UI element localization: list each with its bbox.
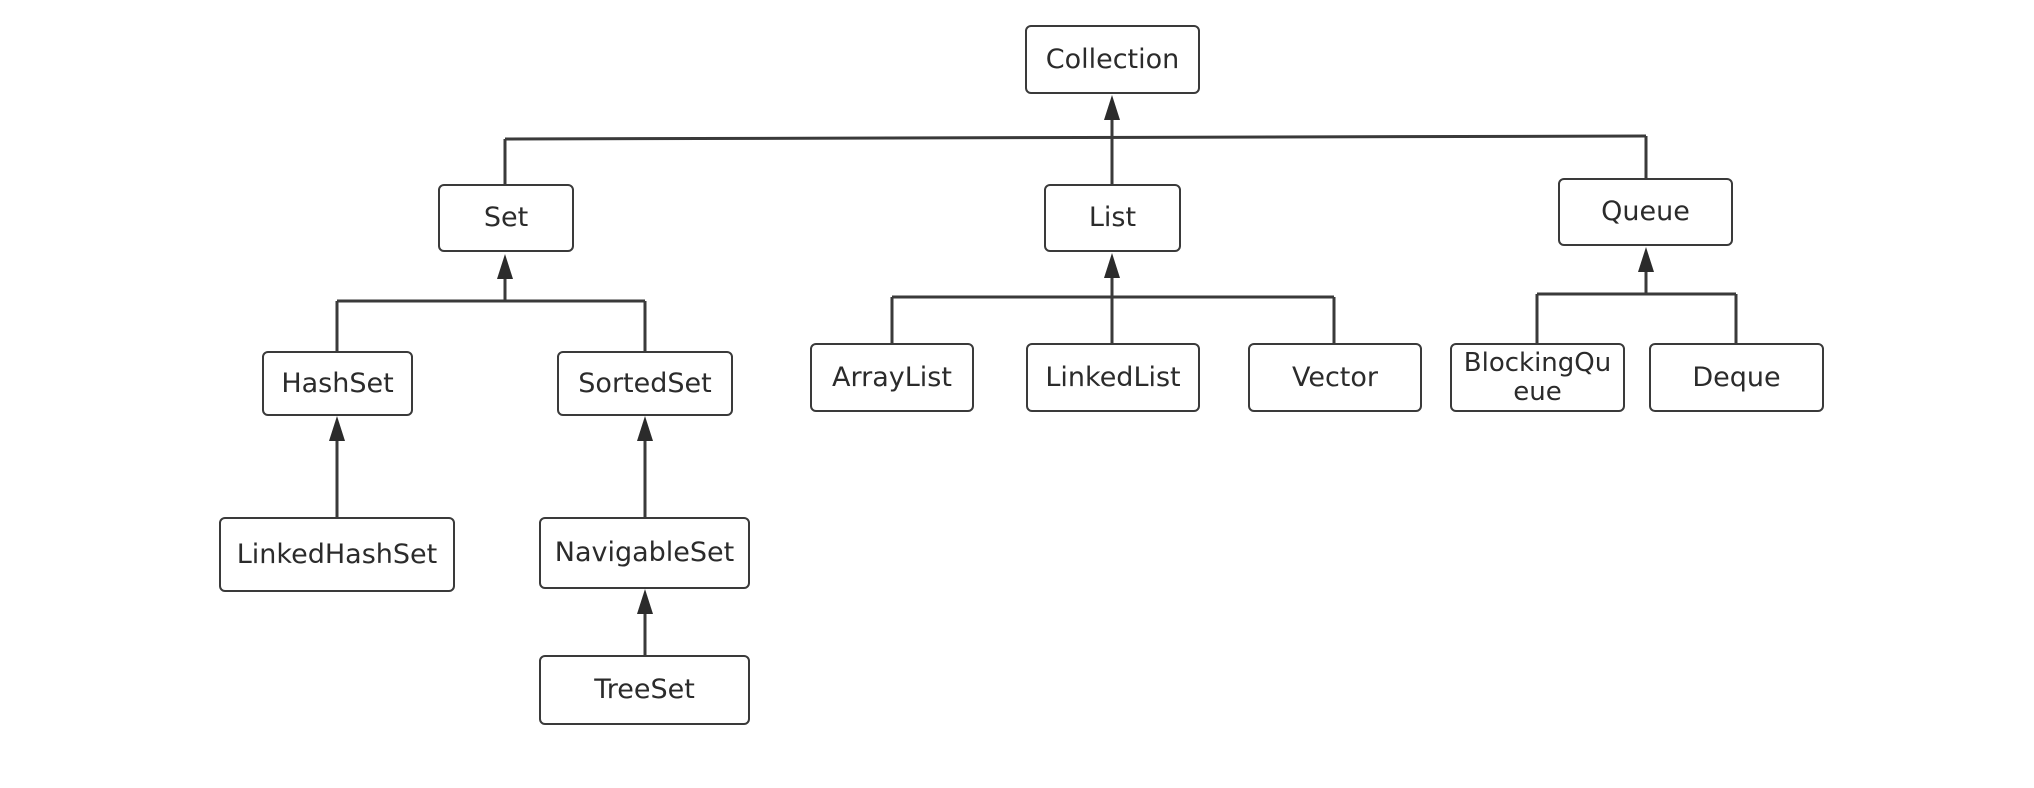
node-vector: Vector xyxy=(1248,343,1422,412)
arrowhead-collection xyxy=(1104,95,1120,120)
node-hashset: HashSet xyxy=(262,351,413,416)
node-deque: Deque xyxy=(1649,343,1824,412)
arrowhead-navigableset xyxy=(637,589,653,614)
node-collection: Collection xyxy=(1025,25,1200,94)
node-navigableset: NavigableSet xyxy=(539,517,750,589)
arrowhead-hashset xyxy=(329,416,345,441)
node-sortedset: SortedSet xyxy=(557,351,733,416)
node-arraylist: ArrayList xyxy=(810,343,974,412)
node-queue: Queue xyxy=(1558,178,1733,246)
node-treeset: TreeSet xyxy=(539,655,750,725)
node-set: Set xyxy=(438,184,574,252)
node-linkedhashset: LinkedHashSet xyxy=(219,517,455,592)
edge-connector-bar-set-queue xyxy=(504,134,1647,141)
node-linkedlist: LinkedList xyxy=(1026,343,1200,412)
arrowhead-sortedset xyxy=(637,416,653,441)
arrowhead-set xyxy=(497,254,513,279)
arrowhead-list xyxy=(1104,253,1120,278)
arrowhead-queue xyxy=(1638,247,1654,272)
node-list: List xyxy=(1044,184,1181,252)
node-blockingqueue: BlockingQueue xyxy=(1450,343,1625,412)
